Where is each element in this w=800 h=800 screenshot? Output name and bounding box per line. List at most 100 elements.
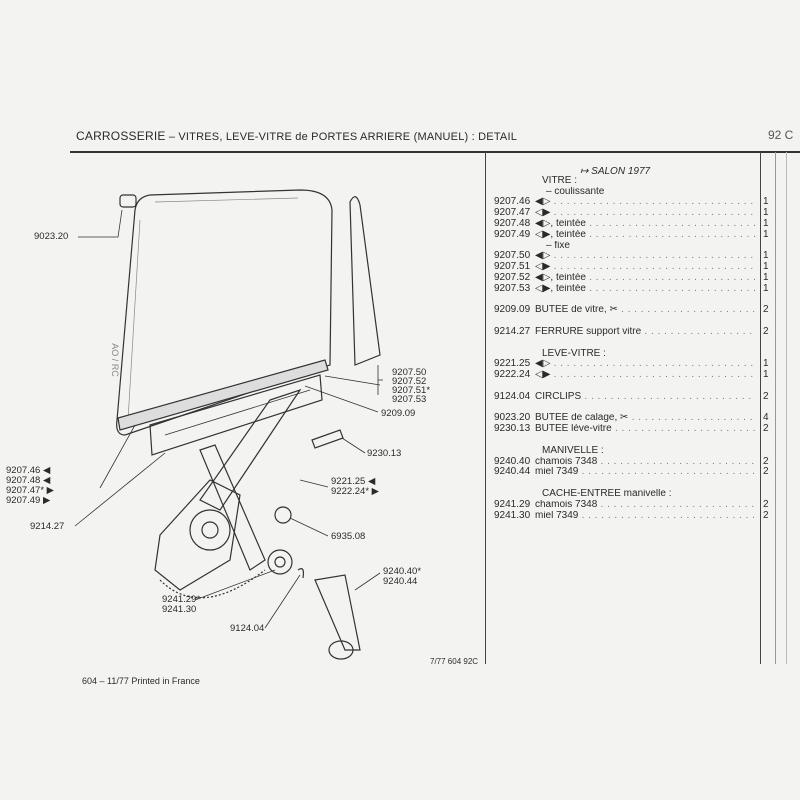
part-number: 9241.29 bbox=[494, 498, 531, 510]
part-quantity: 2 bbox=[763, 423, 769, 435]
regulator-base-plate bbox=[154, 479, 266, 599]
callout-9207-49: 9207.49 ▶ bbox=[6, 495, 51, 506]
salon-marker: ↦ SALON 1977 bbox=[580, 166, 651, 177]
part-row: 9221.25◀▷1 bbox=[494, 359, 769, 370]
section-heading: LEVE-VITRE : bbox=[494, 349, 769, 360]
part-quantity: 1 bbox=[763, 369, 769, 381]
part-row: 9207.49 ◁▶, teintée 1 bbox=[494, 228, 769, 241]
part-quantity: 1 bbox=[763, 271, 769, 283]
part-number: 9222.24 bbox=[494, 369, 531, 381]
part-quantity: 1 bbox=[763, 250, 769, 262]
part-description: ◀▷, teintée bbox=[535, 219, 755, 230]
part-description: ◁▶ bbox=[535, 208, 755, 219]
part-description: ◁▶, teintée bbox=[535, 230, 755, 241]
part-row: 9222.24◁▶1 bbox=[494, 369, 769, 381]
part-description: ◀▷ bbox=[535, 197, 755, 208]
section-heading: MANIVELLE : bbox=[494, 446, 769, 457]
qty-divider bbox=[760, 152, 761, 664]
exploded-diagram bbox=[74, 189, 383, 660]
part-row: 9207.46 ◀▷ 1 bbox=[494, 197, 769, 208]
part-number: 9207.46 bbox=[494, 196, 531, 208]
part-quantity: 1 bbox=[763, 207, 769, 219]
part-number: 9207.48 bbox=[494, 217, 531, 229]
part-number: 9240.40 bbox=[494, 455, 531, 467]
circlip-9124-04 bbox=[297, 568, 305, 579]
part-quantity: 2 bbox=[763, 455, 769, 467]
callout-9241-30: 9241.30 bbox=[162, 604, 197, 615]
part-description: ◀▷ bbox=[535, 359, 755, 370]
part-description: miel 7349 bbox=[535, 511, 755, 522]
column-divider bbox=[485, 152, 486, 664]
part-description: VITRE : bbox=[542, 175, 578, 186]
part-quantity: 1 bbox=[763, 196, 769, 208]
part-description: BUTEE lève-vitre bbox=[535, 424, 755, 435]
margin-line bbox=[786, 152, 787, 664]
part-description: ◁▶ bbox=[535, 262, 755, 273]
part-row: 9207.50 ◀▷ 1 bbox=[494, 251, 769, 262]
part-quantity: 1 bbox=[763, 261, 769, 273]
part-row: 9207.48 ◀▷, teintée 1 bbox=[494, 217, 769, 230]
part-row: 9207.47 ◁▶ 1 bbox=[494, 207, 769, 219]
part-description: chamois 7348 bbox=[535, 500, 755, 511]
sliding-glass bbox=[116, 189, 333, 436]
callout-9209-09: 9209.09 bbox=[381, 408, 416, 419]
part-quantity: 1 bbox=[763, 217, 769, 229]
part-quantity: 1 bbox=[763, 228, 769, 240]
stop-9023-20 bbox=[119, 194, 137, 208]
spacer-row bbox=[494, 316, 769, 327]
section-heading: – coulissante bbox=[494, 187, 769, 198]
part-number: 9207.47 bbox=[494, 207, 531, 219]
callout-9241-29: 9241.29* bbox=[162, 594, 201, 605]
part-row: 9214.27 FERRURE support vitre 2 bbox=[494, 325, 769, 338]
callout-9207-46: 9207.46 ◀ bbox=[6, 465, 51, 476]
part-description: CACHE-ENTREE manivelle : bbox=[542, 488, 672, 499]
drawing-reference: 7/77 604 92C bbox=[430, 657, 479, 666]
part-description: BUTEE de vitre, ✂ bbox=[535, 305, 755, 316]
part-number: 9214.27 bbox=[494, 325, 531, 337]
callout-9207-51: 9207.51* bbox=[392, 385, 431, 396]
title-section: CARROSSERIE bbox=[76, 129, 166, 143]
margin-line bbox=[775, 152, 776, 664]
part-quantity: 2 bbox=[763, 325, 769, 337]
part-number: 9023.20 bbox=[494, 412, 531, 424]
callout-9240-44: 9240.44 bbox=[383, 576, 418, 587]
regulator-arms bbox=[199, 388, 302, 571]
spacer-row bbox=[494, 478, 769, 489]
part-number: 9207.53 bbox=[494, 282, 531, 294]
part-description: BUTEE de calage, ✂ bbox=[535, 413, 755, 424]
part-quantity: 2 bbox=[763, 498, 769, 510]
part-row: 9240.40 chamois 7348 2 bbox=[494, 455, 769, 468]
part-quantity: 2 bbox=[763, 390, 769, 402]
part-quantity: 2 bbox=[763, 304, 769, 316]
part-row: 9124.04CIRCLIPS2 bbox=[494, 390, 769, 403]
part-number: 9207.50 bbox=[494, 250, 531, 262]
callout-9221-25: 9221.25 ◀ bbox=[331, 476, 376, 487]
part-row: 9241.29 chamois 7348 2 bbox=[494, 498, 769, 511]
part-description: chamois 7348 bbox=[535, 457, 755, 468]
part-number: 9241.30 bbox=[494, 509, 531, 521]
part-description: CIRCLIPS bbox=[535, 392, 755, 403]
title-detail: – VITRES, LEVE-VITRE de PORTES ARRIERE (… bbox=[165, 131, 518, 143]
callout-9124-04: 9124.04 bbox=[230, 623, 265, 634]
nut-6935-08 bbox=[274, 506, 292, 524]
part-quantity: 1 bbox=[763, 282, 769, 294]
part-number: 9221.25 bbox=[494, 358, 531, 370]
callout-9207-48: 9207.48 ◀ bbox=[6, 475, 51, 486]
leader-lines bbox=[74, 209, 383, 629]
page-number: 92 C bbox=[768, 128, 794, 142]
section-heading: – fixe bbox=[494, 241, 769, 252]
side-mark: AO / RC bbox=[109, 343, 120, 377]
part-number: 9207.52 bbox=[494, 271, 531, 283]
part-description: ◀▷ bbox=[535, 251, 755, 262]
glass-channel bbox=[117, 359, 329, 456]
section-heading: VITRE : bbox=[494, 176, 769, 187]
part-description: miel 7349 bbox=[535, 467, 755, 478]
part-number: 9207.51 bbox=[494, 261, 531, 273]
page-title: CARROSSERIE – VITRES, LEVE-VITRE de PORT… bbox=[76, 129, 517, 143]
part-description: MANIVELLE : bbox=[542, 445, 604, 456]
spacer-row bbox=[494, 165, 769, 176]
part-number: 9207.49 bbox=[494, 228, 531, 240]
part-number: 9240.44 bbox=[494, 466, 531, 478]
part-description: FERRURE support vitre bbox=[535, 327, 755, 338]
